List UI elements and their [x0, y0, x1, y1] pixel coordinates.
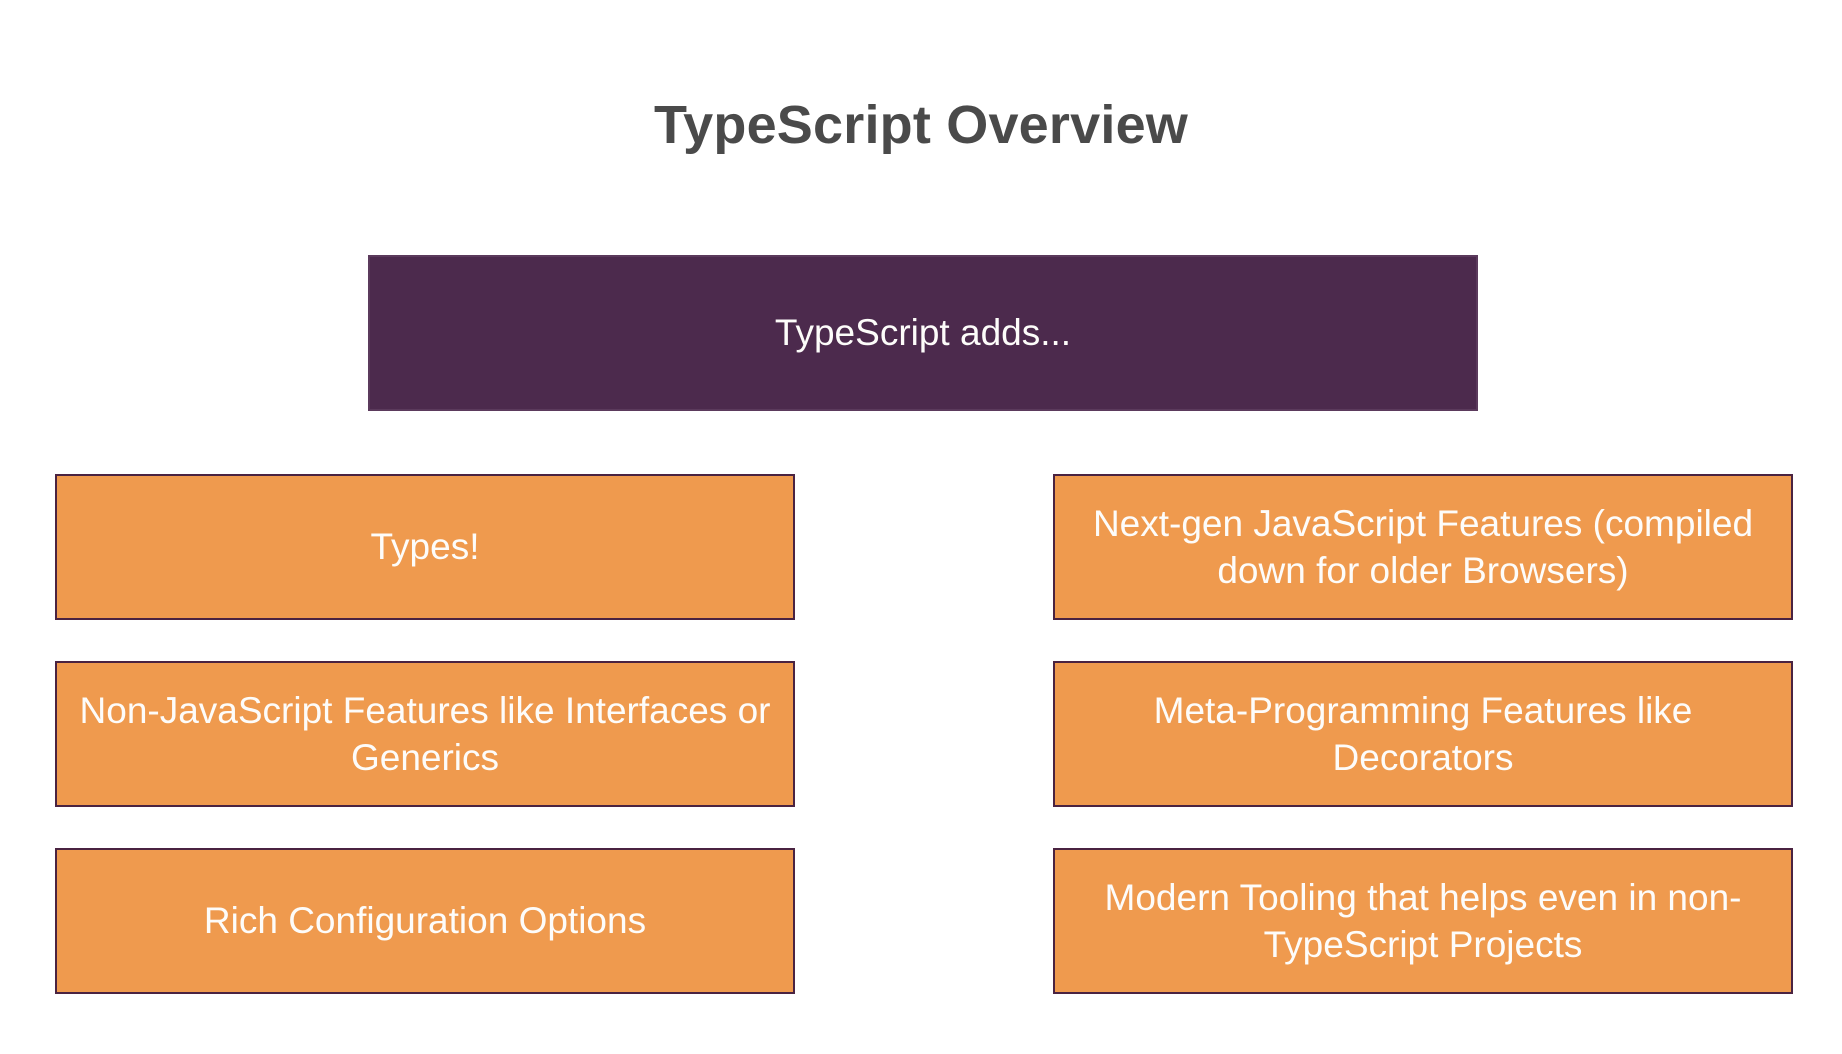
diagram-leaf-rich-configuration-options[interactable]: Rich Configuration Options [55, 848, 795, 994]
diagram-leaf-meta-programming-features[interactable]: Meta-Programming Features like Decorator… [1053, 661, 1793, 807]
diagram-leaf-non-javascript-features[interactable]: Non-JavaScript Features like Interfaces … [55, 661, 795, 807]
page-title: TypeScript Overview [653, 95, 1189, 156]
diagram-leaf-label: Rich Configuration Options [203, 900, 647, 942]
diagram-root-node[interactable]: TypeScript adds... [368, 255, 1478, 411]
diagram-leaf-label: Next-gen JavaScript Features (compiled d… [1092, 502, 1754, 591]
diagram-leaf-label: Meta-Programming Features like Decorator… [1153, 689, 1693, 778]
diagram-leaf-types[interactable]: Types! [55, 474, 795, 620]
diagram-root-label: TypeScript adds... [774, 312, 1072, 354]
diagram-leaf-label: Non-JavaScript Features like Interfaces … [79, 689, 771, 778]
diagram-leaf-label: Types! [370, 526, 480, 568]
diagram-leaf-modern-tooling[interactable]: Modern Tooling that helps even in non-Ty… [1053, 848, 1793, 994]
diagram-leaf-label: Modern Tooling that helps even in non-Ty… [1104, 876, 1742, 965]
diagram-leaf-next-gen-javascript-features[interactable]: Next-gen JavaScript Features (compiled d… [1053, 474, 1793, 620]
